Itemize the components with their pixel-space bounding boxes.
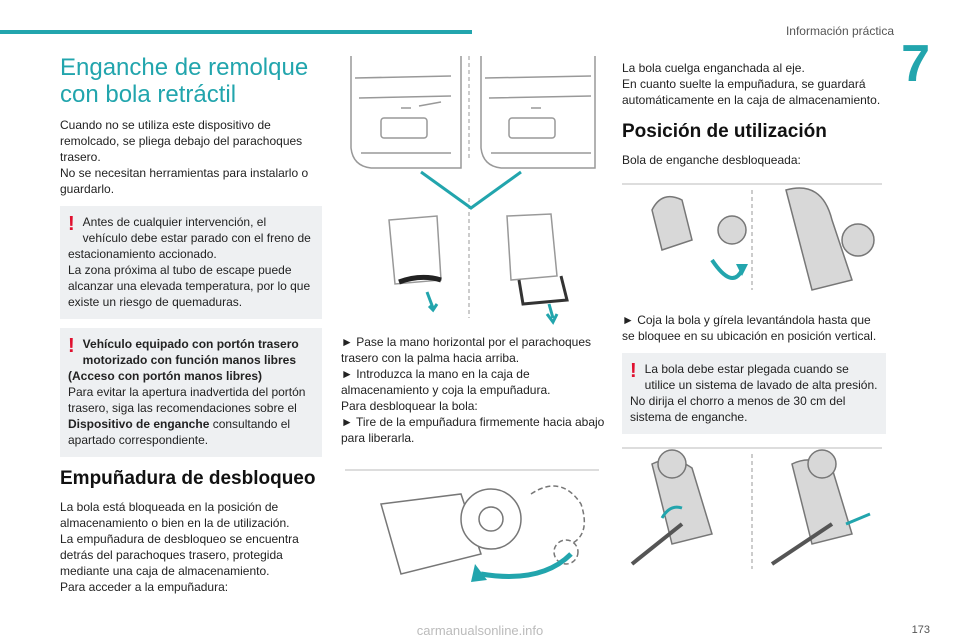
step-line: ► Pase la mano horizontal por el paracho… bbox=[341, 335, 592, 365]
body-paragraph: La bola está bloqueada en la posición de… bbox=[60, 499, 322, 595]
column-right: La bola cuelga enganchada al eje. En cua… bbox=[622, 60, 886, 574]
body-line: La bola está bloqueada en la posición de… bbox=[60, 500, 290, 530]
chapter-number: 7 bbox=[901, 35, 930, 93]
intro-paragraph: Cuando no se utiliza este dispositivo de… bbox=[60, 117, 322, 197]
intro-line: No se necesitan herramientas para instal… bbox=[60, 166, 309, 196]
warning-text: consultando el apartado correspondiente. bbox=[68, 417, 291, 447]
locking-ball-illustration bbox=[622, 447, 882, 569]
warning-bold-title: Vehículo equipado con portón trasero mot… bbox=[68, 337, 299, 383]
step-line: ► Introduzca la mano en la caja de almac… bbox=[341, 367, 551, 397]
warning-box: ! Vehículo equipado con portón trasero m… bbox=[60, 328, 322, 457]
instruction-steps: ► Pase la mano horizontal por el paracho… bbox=[341, 334, 605, 446]
intro-line: Cuando no se utiliza este dispositivo de… bbox=[60, 118, 303, 164]
warning-text: Para evitar la apertura inadvertida del … bbox=[68, 385, 306, 415]
section-title: Información práctica bbox=[785, 24, 894, 38]
watermark: carmanualsonline.info bbox=[416, 623, 544, 638]
warning-text: Antes de cualquier intervención, el vehí… bbox=[68, 215, 311, 261]
sub-heading: Bola de enganche desbloqueada: bbox=[622, 153, 801, 167]
page-title: Enganche de remolque con bola retráctil bbox=[60, 54, 309, 108]
step-text: ► Coja la bola y gírela levantándola has… bbox=[622, 313, 877, 343]
intro-line: La bola cuelga enganchada al eje. bbox=[622, 61, 805, 75]
intro-line: En cuanto suelte la empuñadura, se guard… bbox=[622, 77, 881, 107]
warning-text: La bola debe estar plegada cuando se uti… bbox=[644, 362, 878, 392]
bumper-handle-illustration bbox=[350, 56, 596, 325]
warning-text: No dirija el chorro a menos de 30 cm del… bbox=[630, 394, 846, 424]
warning-exclamation-icon: ! bbox=[630, 360, 637, 382]
page-number: 173 bbox=[911, 624, 930, 636]
warning-exclamation-icon: ! bbox=[68, 335, 75, 357]
column-middle: ► Pase la mano horizontal por el paracho… bbox=[341, 48, 605, 594]
step-line: Para desbloquear la bola: bbox=[341, 399, 478, 413]
warning-exclamation-icon: ! bbox=[68, 213, 75, 235]
section-heading: Empuñadura de desbloqueo bbox=[60, 468, 316, 489]
column-left: Enganche de remolque con bola retráctil … bbox=[60, 54, 322, 595]
warning-box: ! La bola debe estar plegada cuando se u… bbox=[622, 353, 886, 434]
release-handle-illustration bbox=[345, 469, 599, 582]
step-line: ► Tire de la empuñadura firmemente hacia… bbox=[341, 415, 605, 445]
warning-bold-ref: Dispositivo de enganche bbox=[68, 417, 210, 431]
body-line: La empuñadura de desbloqueo se encuentra… bbox=[60, 532, 299, 578]
intro-paragraph: La bola cuelga enganchada al eje. En cua… bbox=[622, 60, 886, 108]
header-accent-bar bbox=[0, 30, 472, 34]
body-line: Para acceder a la empuñadura: bbox=[60, 580, 229, 594]
warning-box: ! Antes de cualquier intervención, el ve… bbox=[60, 206, 322, 319]
unlocked-ball-illustration bbox=[622, 183, 882, 291]
section-heading: Posición de utilización bbox=[622, 121, 827, 142]
warning-text: La zona próxima al tubo de escape puede … bbox=[68, 263, 311, 309]
